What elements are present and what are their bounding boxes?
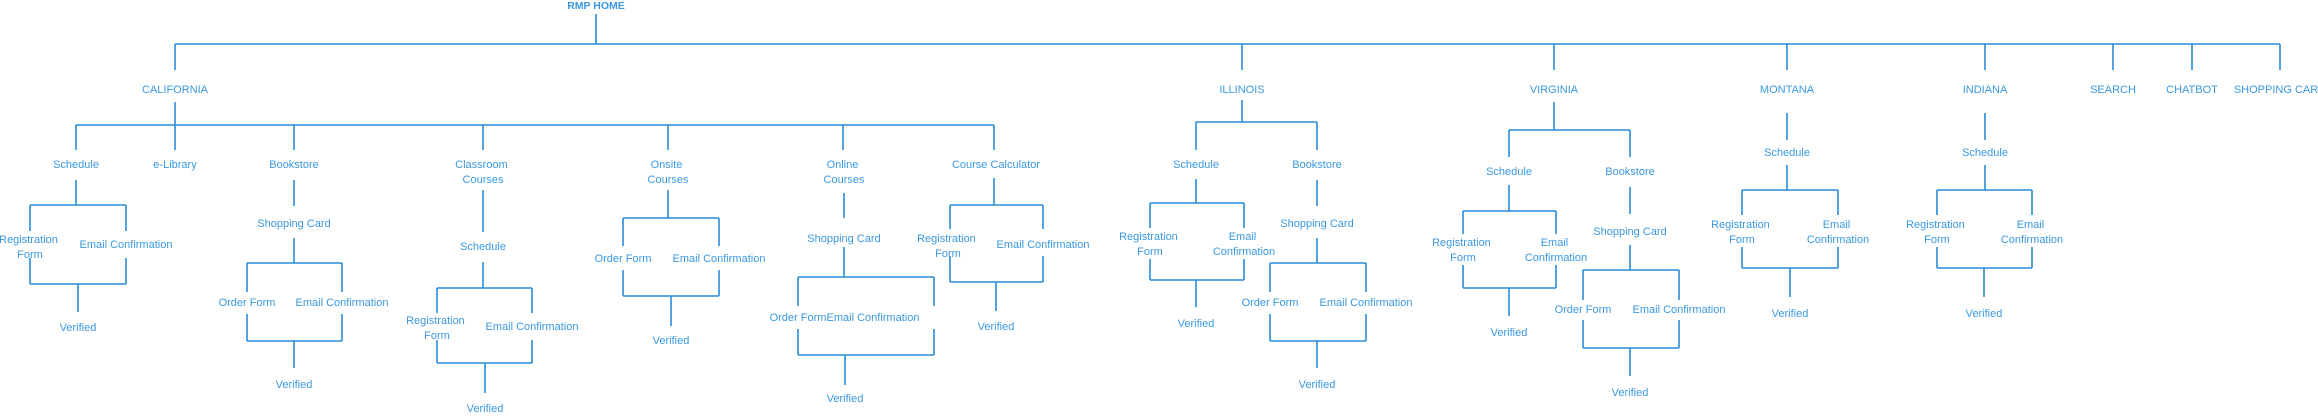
- node-illinois: ILLINOIS: [1219, 84, 1264, 96]
- in-schedule-registration-form: Registration Form: [1906, 219, 1968, 246]
- node-indiana: INDIANA: [1963, 84, 2008, 96]
- node-montana: MONTANA: [1760, 84, 1815, 96]
- mt-schedule-registration-form: Registration Form: [1711, 219, 1773, 246]
- ca-calculator-email-confirmation: Email Confirmation: [997, 239, 1090, 251]
- mt-schedule: Schedule: [1764, 147, 1810, 159]
- ca-online-shopping-card: Shopping Card: [807, 233, 880, 245]
- il-bookstore-verified: Verified: [1299, 379, 1336, 391]
- ca-bookstore-verified: Verified: [276, 379, 313, 391]
- ca-schedule-email-confirmation: Email Confirmation: [80, 239, 173, 251]
- node-shopping-card: SHOPPING CARD: [2234, 84, 2318, 96]
- ca-onsite-verified: Verified: [653, 335, 690, 347]
- il-bookstore: Bookstore: [1292, 159, 1342, 171]
- ca-classroom-schedule: Schedule: [460, 241, 506, 253]
- indiana-subtree: Schedule Registration Form Email Confirm…: [1906, 147, 2063, 320]
- ca-schedule-verified: Verified: [60, 322, 97, 334]
- illinois-subtree: Schedule Registration Form Email Confirm…: [1119, 159, 1412, 391]
- ca-online-courses: Online Courses: [824, 159, 865, 186]
- va-schedule-registration-form: Registration Form: [1432, 237, 1494, 264]
- ca-schedule-registration-form: Registration Form: [0, 234, 61, 261]
- va-schedule: Schedule: [1486, 166, 1532, 178]
- il-bookstore-shopping-card: Shopping Card: [1280, 218, 1353, 230]
- va-schedule-email-confirmation: Email Confirmation: [1525, 237, 1587, 264]
- il-schedule-verified: Verified: [1178, 318, 1215, 330]
- il-schedule-email-confirmation: Email Confirmation: [1213, 231, 1275, 258]
- ca-schedule: Schedule: [53, 159, 99, 171]
- ca-classroom-courses: Classroom Courses: [455, 159, 511, 186]
- va-bookstore-email-confirmation: Email Confirmation: [1633, 304, 1726, 316]
- ca-onsite-email-confirmation: Email Confirmation: [673, 253, 766, 265]
- ca-classroom-verified: Verified: [467, 403, 504, 415]
- ca-classroom-registration-form: Registration Form: [406, 315, 468, 342]
- va-bookstore-shopping-card: Shopping Card: [1593, 226, 1666, 238]
- ca-online-order-form: Order Form: [770, 312, 827, 324]
- ca-elibrary: e-Library: [153, 159, 197, 171]
- il-bookstore-order-form: Order Form: [1242, 297, 1299, 309]
- ca-calculator-registration-form: Registration Form: [917, 233, 979, 260]
- ca-online-verified: Verified: [827, 393, 864, 405]
- ca-classroom-email-confirmation: Email Confirmation: [486, 321, 579, 333]
- montana-subtree: Schedule Registration Form Email Confirm…: [1711, 147, 1869, 320]
- va-bookstore-order-form: Order Form: [1555, 304, 1612, 316]
- ca-onsite-courses: Onsite Courses: [648, 159, 689, 186]
- node-virginia: VIRGINIA: [1530, 84, 1579, 96]
- ca-calculator-verified: Verified: [978, 321, 1015, 333]
- ca-bookstore: Bookstore: [269, 159, 319, 171]
- node-california: CALIFORNIA: [142, 84, 209, 96]
- ca-bookstore-email-confirmation: Email Confirmation: [296, 297, 389, 309]
- va-schedule-verified: Verified: [1491, 327, 1528, 339]
- node-chatbot: CHATBOT: [2166, 84, 2218, 96]
- ca-bookstore-order-form: Order Form: [219, 297, 276, 309]
- ca-online-email-confirmation: Email Confirmation: [827, 312, 920, 324]
- va-bookstore: Bookstore: [1605, 166, 1655, 178]
- va-bookstore-verified: Verified: [1612, 387, 1649, 399]
- il-schedule: Schedule: [1173, 159, 1219, 171]
- in-schedule: Schedule: [1962, 147, 2008, 159]
- il-bookstore-email-confirmation: Email Confirmation: [1320, 297, 1413, 309]
- connector-lines: [29, 14, 2281, 393]
- root-node-rmp-home: RMP HOME: [567, 0, 625, 12]
- mt-schedule-email-confirmation: Email Confirmation: [1807, 219, 1869, 246]
- node-search: SEARCH: [2090, 84, 2136, 96]
- virginia-subtree: Schedule Registration Form Email Confirm…: [1432, 166, 1725, 399]
- ca-course-calculator: Course Calculator: [952, 159, 1040, 171]
- ca-onsite-order-form: Order Form: [595, 253, 652, 265]
- mt-schedule-verified: Verified: [1772, 308, 1809, 320]
- in-schedule-email-confirmation: Email Confirmation: [2001, 219, 2063, 246]
- ca-bookstore-shopping-card: Shopping Card: [257, 218, 330, 230]
- in-schedule-verified: Verified: [1966, 308, 2003, 320]
- il-schedule-registration-form: Registration Form: [1119, 231, 1181, 258]
- california-subtree: Schedule Registration Form Email Confirm…: [0, 159, 1089, 415]
